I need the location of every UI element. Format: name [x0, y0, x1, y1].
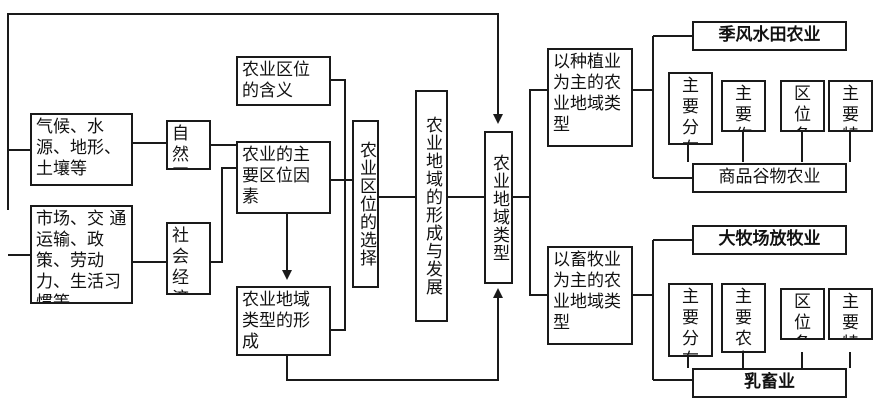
main-factors-box: 农业的主要区位因素	[236, 141, 331, 214]
planting-distribution-box: 主要分布地区	[668, 72, 713, 145]
ranch-box: 大牧场放牧业	[692, 225, 847, 255]
livestock-conditions-box: 区位条件	[780, 288, 825, 340]
meaning-box: 农业区位的含义	[236, 56, 331, 106]
planting-conditions-box: 区位条件	[780, 80, 825, 132]
market-factors-box: 市场、交 通运输、政策、劳动力、生活习惯等	[30, 205, 133, 304]
social-factors-box: 社会经济因素	[166, 222, 211, 295]
natural-factors-box: 自然因素	[166, 120, 211, 170]
livestock-distribution-box: 主要分布地区	[668, 283, 713, 357]
planting-type-box: 以种植业为主的农业地域类型	[547, 48, 633, 147]
region-type-box: 农业地域类型	[484, 131, 513, 284]
bottom-arrow	[286, 288, 503, 381]
livestock-features-box: 主要特点	[828, 288, 873, 340]
planting-features-box: 主要特点	[828, 80, 873, 132]
commercial-grain-box: 商品谷物农业	[692, 163, 847, 193]
livestock-products-box: 主要农产品	[721, 283, 766, 353]
dairy-box: 乳畜业	[692, 368, 847, 398]
planting-crops-box: 主要作物	[721, 80, 766, 132]
region-development-box: 农业地域的形成与发展	[415, 90, 448, 322]
livestock-type-box: 以畜牧业为主的农业地域类型	[547, 246, 633, 345]
formation-box: 农业地域类型的形成	[236, 286, 331, 356]
climate-factors-box: 气候、水源、地形、土壤等	[30, 113, 133, 186]
loop-line	[7, 13, 503, 210]
location-choice-box: 农业区位的选择	[352, 120, 379, 288]
monsoon-rice-box: 季风水田农业	[692, 21, 847, 51]
